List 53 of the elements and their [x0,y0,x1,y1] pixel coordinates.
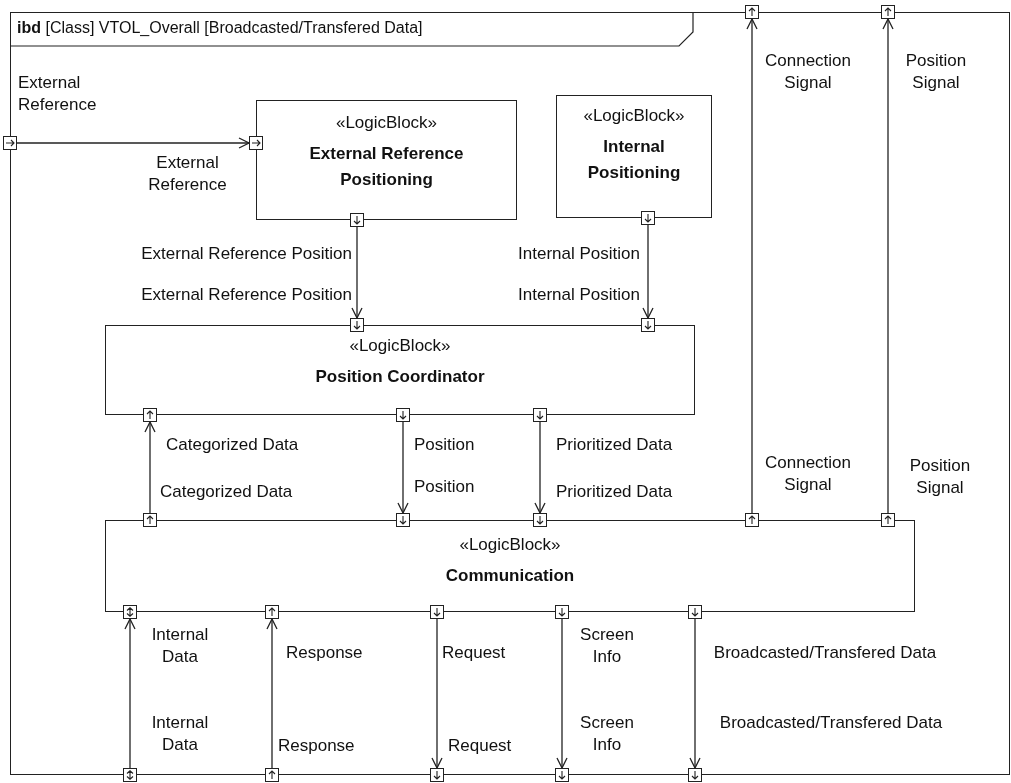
block-box [556,95,712,218]
block-name: Communication [445,565,575,587]
port-label: Position Signal [908,455,972,499]
block-box [105,520,915,612]
port-label: Position Signal [904,50,968,94]
port-label: External Reference Position [140,284,352,306]
port-label: Connection Signal [764,50,852,94]
port-label: Internal Data [150,712,210,756]
block-box [105,325,695,415]
stereotype-label: «LogicBlock» [349,335,451,357]
connector-arrow [351,226,363,319]
stereotype-label: «LogicBlock» [335,112,438,134]
port-label: Request [448,735,513,757]
connector-arrow [689,618,701,769]
port-label: Prioritized Data [556,481,674,503]
port-label: Request [442,642,507,664]
stereotype-label: «LogicBlock» [583,105,685,127]
connector-arrow [124,618,136,769]
connector-arrow [431,618,443,769]
diagram-frame [10,12,1010,775]
connector-arrow [144,421,156,514]
port-label: Broadcasted/Transfered Data [718,712,944,734]
block-name: Internal Positioning [586,136,682,184]
connector-arrow [397,421,409,514]
connector-arrow [266,618,278,769]
port-label: Broadcasted/Transfered Data [712,642,938,664]
connector-arrow [642,224,654,319]
connector-arrow [882,18,894,514]
connector-arrow [556,618,568,769]
port-label: Internal Position [517,243,640,265]
port-label: Categorized Data [160,481,294,503]
port-label: External Reference Position [140,243,352,265]
block-name: Position Coordinator [315,366,485,388]
port-label: Internal Position [517,284,640,306]
frame-title: ibd [Class] VTOL_Overall [Broadcasted/Transfered Data] [17,18,423,38]
connector-arrow [16,137,250,149]
port-label: Position [414,476,476,498]
stereotype-label: «LogicBlock» [459,534,561,556]
port-label: Response [286,642,364,664]
port-label: Screen Info [579,624,635,668]
block-box [256,100,517,220]
connector-arrow [534,421,546,514]
port-label: Screen Info [579,712,635,756]
block-name: External Reference Positioning [308,143,465,191]
port-label: Connection Signal [764,452,852,496]
port-label: Categorized Data [166,434,300,456]
port-label: External Reference [18,72,98,116]
port-label: Internal Data [150,624,210,668]
connector-arrow [746,18,758,514]
port-label: Position [414,434,476,456]
port-label: External Reference [147,152,228,196]
port-label: Response [278,735,356,757]
port-label: Prioritized Data [556,434,674,456]
